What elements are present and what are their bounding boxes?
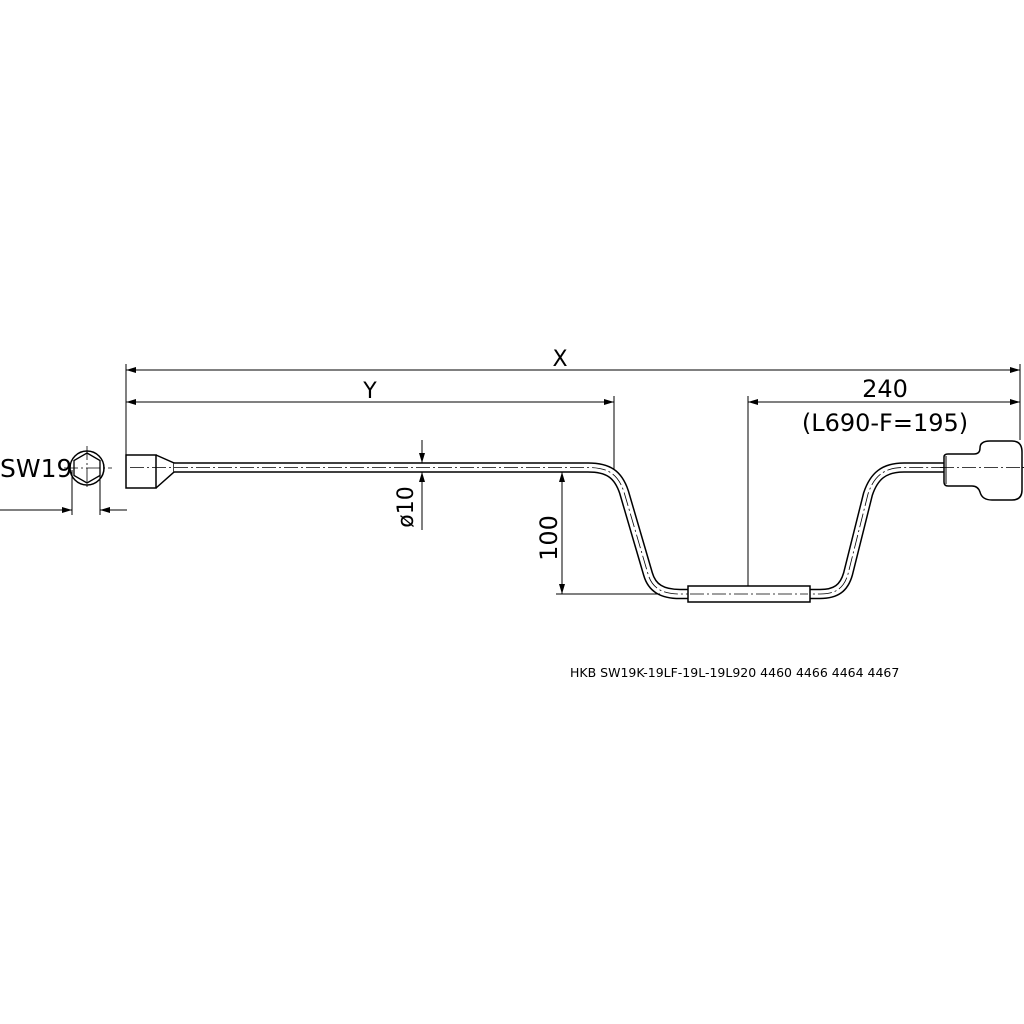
dimension-x: X (125, 347, 1021, 455)
socket (125, 454, 157, 489)
wrench-body (125, 440, 1024, 603)
dimension-240: 240 (L690-F=195) (747, 375, 1020, 594)
part-caption: HKB SW19K-19LF-19L-19L920 4460 4466 4464… (570, 665, 899, 680)
diameter-label: ø10 (394, 486, 419, 527)
offset-label: 100 (535, 515, 563, 561)
dimension-offset: 100 (535, 472, 660, 595)
dimension-240-label: 240 (862, 375, 908, 403)
handle-sleeve (687, 585, 811, 603)
dimension-diameter: ø10 (394, 440, 425, 530)
dimension-x-label: X (552, 347, 567, 372)
dimension-240-note: (L690-F=195) (802, 409, 968, 437)
dimension-y-label: Y (362, 379, 377, 404)
dimension-y: Y (126, 379, 615, 472)
sw-label: SW19 (0, 454, 72, 483)
hex-end-view: SW19 (0, 446, 127, 515)
knob (943, 440, 1023, 501)
